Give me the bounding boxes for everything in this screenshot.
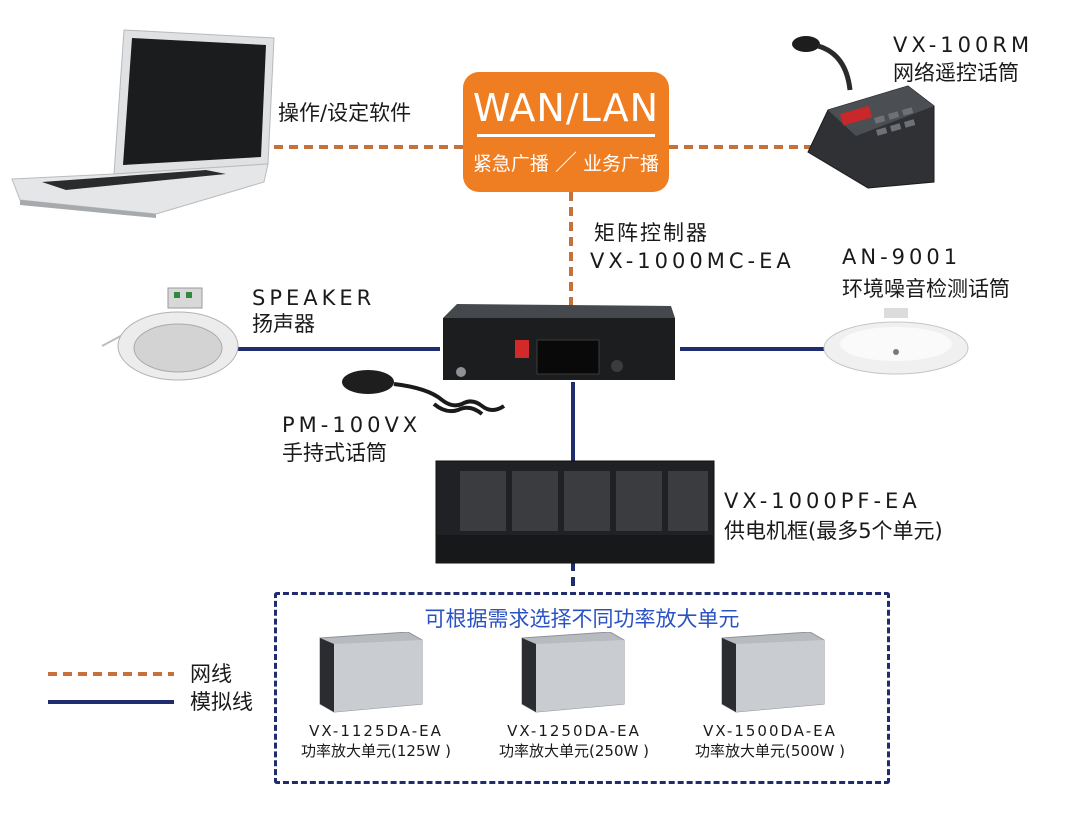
power-frame-name: 供电机框(最多5个单元) — [724, 519, 943, 543]
power-frame-image — [435, 460, 715, 564]
ambient-mic-name: 环境噪音检测话筒 — [842, 277, 1010, 301]
business-broadcast-label: 业务广播 — [583, 153, 660, 175]
amplifier-125w-model: VX-1125DA-EA — [309, 722, 443, 740]
wan-lan-divider — [477, 134, 655, 137]
amplifier-unit-250w-image — [521, 632, 625, 713]
amplifier-500w-model: VX-1500DA-EA — [703, 722, 837, 740]
legend-network-label: 网线 — [190, 662, 232, 686]
laptop-image — [11, 29, 275, 218]
ambient-mic-model: AN-9001 — [842, 245, 962, 269]
ceiling-speaker-image — [101, 287, 239, 381]
amplifier-250w-desc: 功率放大单元(250W ) — [499, 742, 649, 760]
amplifier-unit-125w-image — [319, 632, 423, 713]
handheld-microphone-image — [342, 370, 506, 416]
matrix-controller-image — [443, 304, 675, 380]
handheld-mic-model: PM-100VX — [282, 413, 422, 437]
amplifier-250w-model: VX-1250DA-EA — [507, 722, 641, 740]
amplifier-options-title: 可根据需求选择不同功率放大单元 — [424, 607, 740, 631]
slash-separator: ／ — [554, 151, 577, 176]
wan-lan-title: WAN/LAN — [472, 86, 660, 130]
amplifier-125w-desc: 功率放大单元(125W ) — [301, 742, 451, 760]
remote-mic-model: VX-100RM — [893, 33, 1034, 57]
controller-name: 矩阵控制器 — [594, 221, 709, 245]
wan-lan-box: WAN/LAN 紧急广播 ／ 业务广播 — [463, 72, 669, 192]
emergency-broadcast-label: 紧急广播 — [472, 153, 549, 175]
speaker-name: 扬声器 — [252, 312, 315, 336]
ambient-noise-microphone-image — [823, 308, 969, 375]
amplifier-options-box: 可根据需求选择不同功率放大单元 — [274, 592, 890, 784]
laptop-label: 操作/设定软件 — [278, 101, 412, 125]
handheld-mic-name: 手持式话筒 — [282, 441, 387, 465]
amplifier-500w-desc: 功率放大单元(500W ) — [695, 742, 845, 760]
legend-lines — [48, 672, 174, 704]
power-frame-model: VX-1000PF-EA — [724, 489, 921, 513]
amplifier-unit-500w-image — [721, 632, 825, 713]
wan-lan-subtitle: 紧急广播 ／ 业务广播 — [463, 152, 669, 176]
remote-microphone-image — [792, 36, 935, 189]
legend-analog-label: 模拟线 — [190, 690, 253, 714]
remote-mic-name: 网络遥控话筒 — [893, 61, 1019, 85]
speaker-model: SPEAKER — [252, 286, 376, 310]
controller-model: VX-1000MC-EA — [590, 249, 795, 273]
